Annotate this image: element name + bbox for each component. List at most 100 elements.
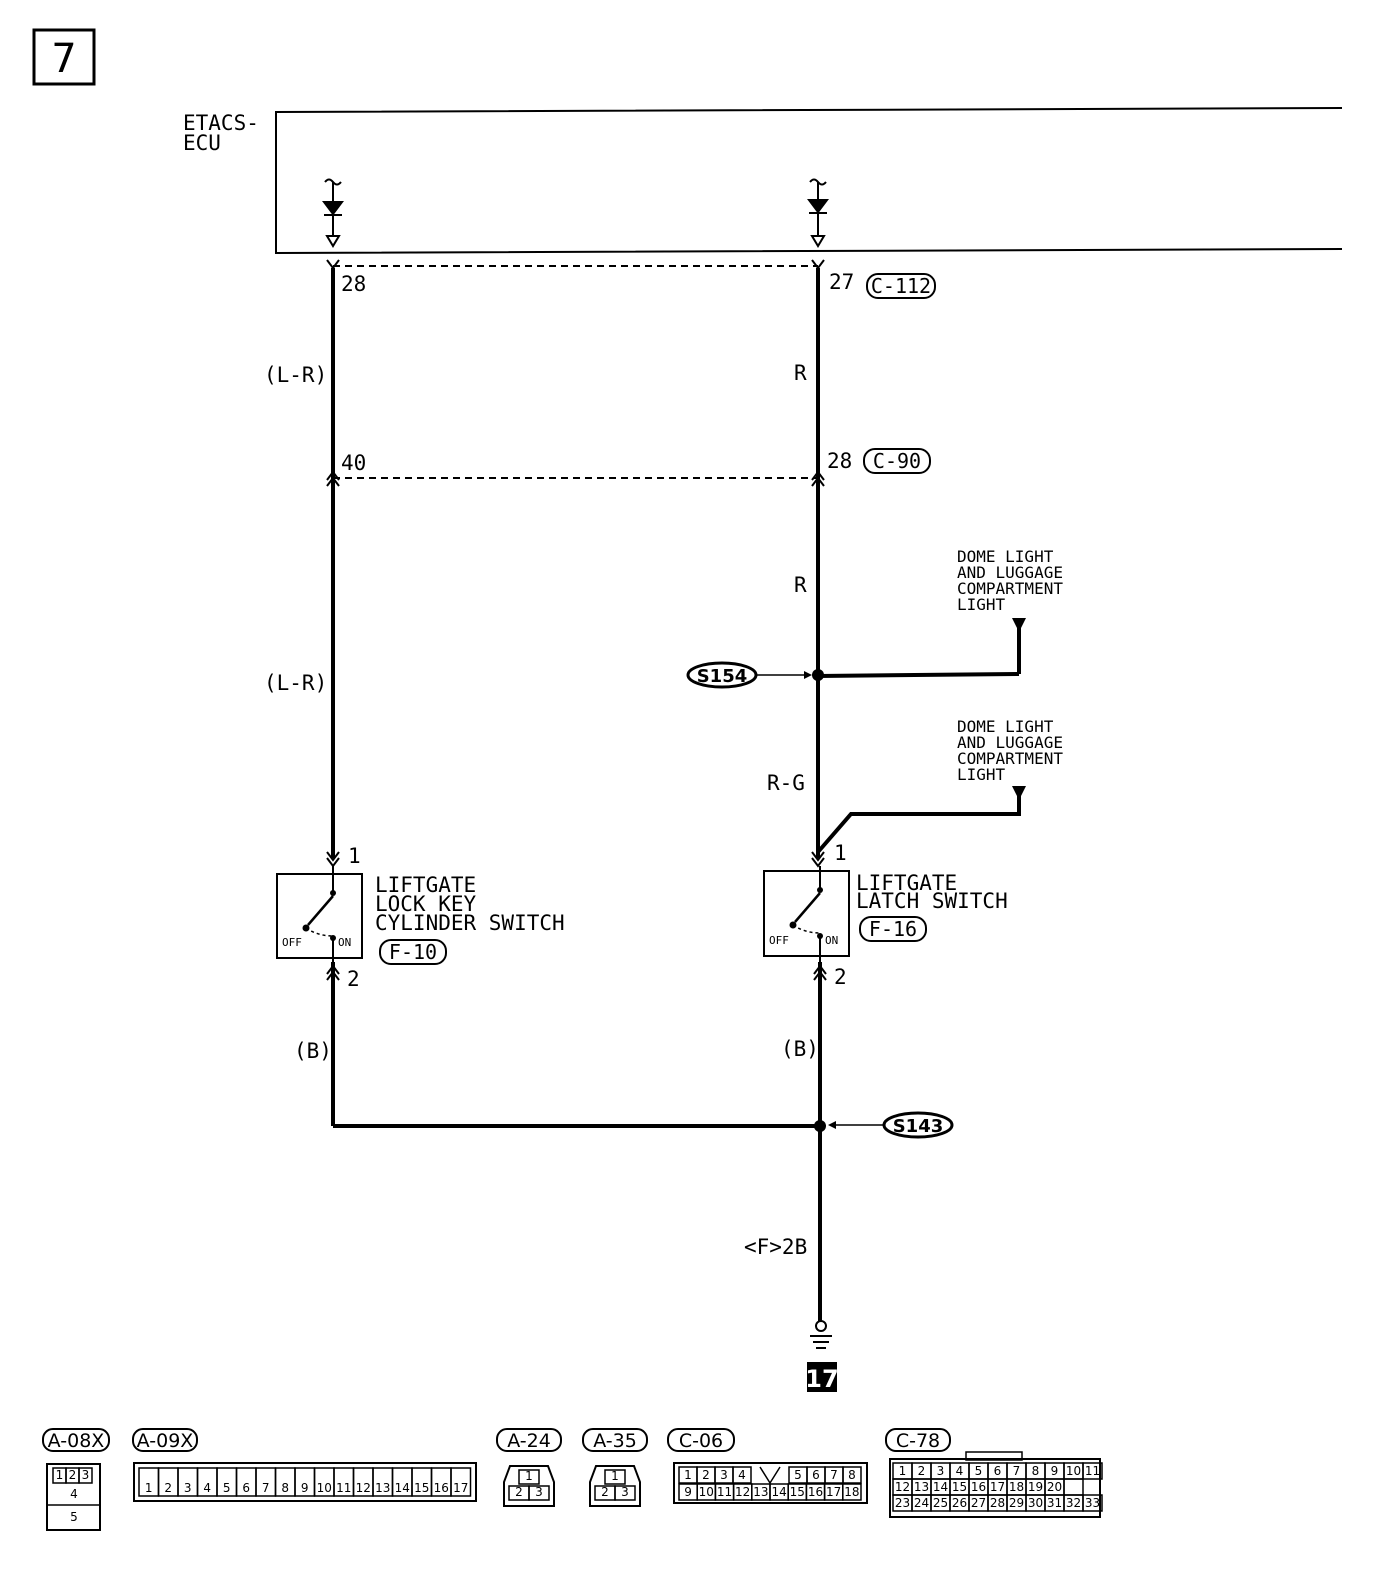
pin-number: 28 — [990, 1496, 1005, 1510]
connector-tag-label: A-35 — [593, 1430, 637, 1452]
right-wire-color-4: (B) — [781, 1037, 819, 1061]
right-switch-connector-tag: F-16 — [859, 916, 927, 942]
dome-light-label-2: DOME LIGHT AND LUGGAGE COMPARTMENT LIGHT — [957, 717, 1063, 784]
pin-number: 13 — [914, 1480, 929, 1494]
svg-text:C-90: C-90 — [873, 449, 921, 473]
connector-tag-label: C-06 — [679, 1430, 723, 1452]
pin-number: 2 — [702, 1468, 710, 1482]
pin-number: 27 — [971, 1496, 986, 1510]
connector-tag-label: C-78 — [896, 1430, 940, 1452]
pin-number: 1 — [525, 1469, 533, 1483]
connector-tag-label: A-08X — [48, 1430, 105, 1452]
pin-number: 2 — [601, 1485, 609, 1499]
left-wire-color-2: (L-R) — [264, 671, 327, 695]
left-switch-pin-bottom: 2 — [347, 967, 360, 991]
left-wire-color-3: (B) — [294, 1039, 332, 1063]
pin-number: 8 — [848, 1468, 856, 1482]
pin-number: 1 — [56, 1468, 64, 1482]
pin-number: 30 — [1028, 1496, 1043, 1510]
pin-number: 3 — [720, 1468, 728, 1482]
ground-ref-number: 17 — [805, 1365, 838, 1393]
splice-dot-s143 — [814, 1120, 826, 1132]
pin-number: 17 — [453, 1481, 468, 1495]
left-switch-pin-top: 1 — [348, 844, 361, 868]
pin-number: 26 — [952, 1496, 967, 1510]
left-switch-name-2: LOCK KEY — [375, 892, 477, 916]
right-wire-color-1: R — [794, 361, 807, 385]
svg-text:DOME LIGHT: DOME LIGHT — [957, 547, 1054, 566]
pin-number: 4 — [956, 1464, 964, 1478]
right-switch-name-1: LIFTGATE — [856, 871, 957, 895]
ecu-diode-left-icon — [322, 178, 344, 248]
connector-tag-a-09x: A-09X — [132, 1428, 198, 1452]
pin-number: 10 — [1066, 1464, 1081, 1478]
pin-number: 5 — [794, 1468, 802, 1482]
pin-number: 17 — [826, 1485, 841, 1499]
connector-tag-a-08x: A-08X — [42, 1428, 110, 1452]
ground-reference: 17 — [805, 1362, 839, 1393]
left-switch-connector-tag: F-10 — [379, 939, 447, 965]
pin-number: 33 — [1085, 1496, 1100, 1510]
liftgate-lock-key-cylinder-switch: OFF ON — [276, 851, 363, 981]
pin-number: 29 — [1009, 1496, 1024, 1510]
page-number: 7 — [51, 36, 76, 82]
svg-text:F-10: F-10 — [389, 940, 437, 964]
ground-wire-label: <F>2B — [744, 1235, 807, 1259]
pin-number: 3 — [184, 1481, 192, 1495]
pin-number: 5 — [70, 1510, 78, 1524]
right-switch-pin-bottom: 2 — [834, 965, 847, 989]
pin-number: 16 — [808, 1485, 823, 1499]
pin-number: 8 — [1032, 1464, 1040, 1478]
pin-number: 13 — [375, 1481, 390, 1495]
right-wire — [816, 268, 1021, 1322]
left-switch-name-1: LIFTGATE — [375, 873, 476, 897]
pin-number: 2 — [69, 1468, 77, 1482]
pin-number: 31 — [1047, 1496, 1062, 1510]
pin-number: 15 — [414, 1481, 429, 1495]
pin-number: 9 — [1051, 1464, 1059, 1478]
pin-number: 4 — [738, 1468, 746, 1482]
pin-number: 7 — [830, 1468, 838, 1482]
dome-light-arrow-icon — [1012, 618, 1026, 632]
pin-number: 6 — [812, 1468, 820, 1482]
pin-number: 20 — [1047, 1480, 1062, 1494]
connector-tag-a-24: A-24 — [496, 1428, 562, 1452]
pin-number: 11 — [717, 1485, 732, 1499]
pin-number: 19 — [1028, 1480, 1043, 1494]
svg-text:AND LUGGAGE: AND LUGGAGE — [957, 733, 1063, 752]
pin-number: 32 — [1066, 1496, 1081, 1510]
ecu-label-line2: ECU — [183, 131, 221, 155]
liftgate-latch-switch: OFF ON — [763, 851, 850, 981]
pin-number: 18 — [1009, 1480, 1024, 1494]
connector-tag-label: A-24 — [507, 1430, 551, 1452]
splice-s154: S154 — [686, 661, 812, 689]
svg-text:LIGHT: LIGHT — [957, 595, 1006, 614]
pin-number: 8 — [281, 1481, 289, 1495]
splice-s154-label: S154 — [697, 666, 748, 687]
right-switch-pin-top: 1 — [834, 841, 847, 865]
left-top-pin: 28 — [341, 272, 366, 296]
pin-number: 1 — [145, 1481, 153, 1495]
ecu-label-line1: ETACS- — [183, 111, 259, 135]
right-switch-name-2: LATCH SWITCH — [856, 889, 1008, 913]
splice-dot-s154 — [812, 669, 824, 681]
pin-number: 1 — [684, 1468, 692, 1482]
pin-number: 1 — [611, 1469, 619, 1483]
pin-number: 3 — [937, 1464, 945, 1478]
right-top-pin: 27 — [829, 270, 854, 294]
pin-number: 15 — [952, 1480, 967, 1494]
svg-text:LIGHT: LIGHT — [957, 765, 1006, 784]
pin-number: 25 — [933, 1496, 948, 1510]
pin-number: 3 — [82, 1468, 90, 1482]
pin-number: 11 — [336, 1481, 351, 1495]
dome-light-label-1: DOME LIGHT AND LUGGAGE COMPARTMENT LIGHT — [957, 547, 1063, 614]
pin-number: 23 — [895, 1496, 910, 1510]
pin-number: 4 — [70, 1487, 78, 1501]
connector-c90-tag: C-90 — [863, 448, 931, 474]
switch-on-label: ON — [338, 936, 351, 949]
connector-c112-tag: C-112 — [866, 273, 936, 299]
